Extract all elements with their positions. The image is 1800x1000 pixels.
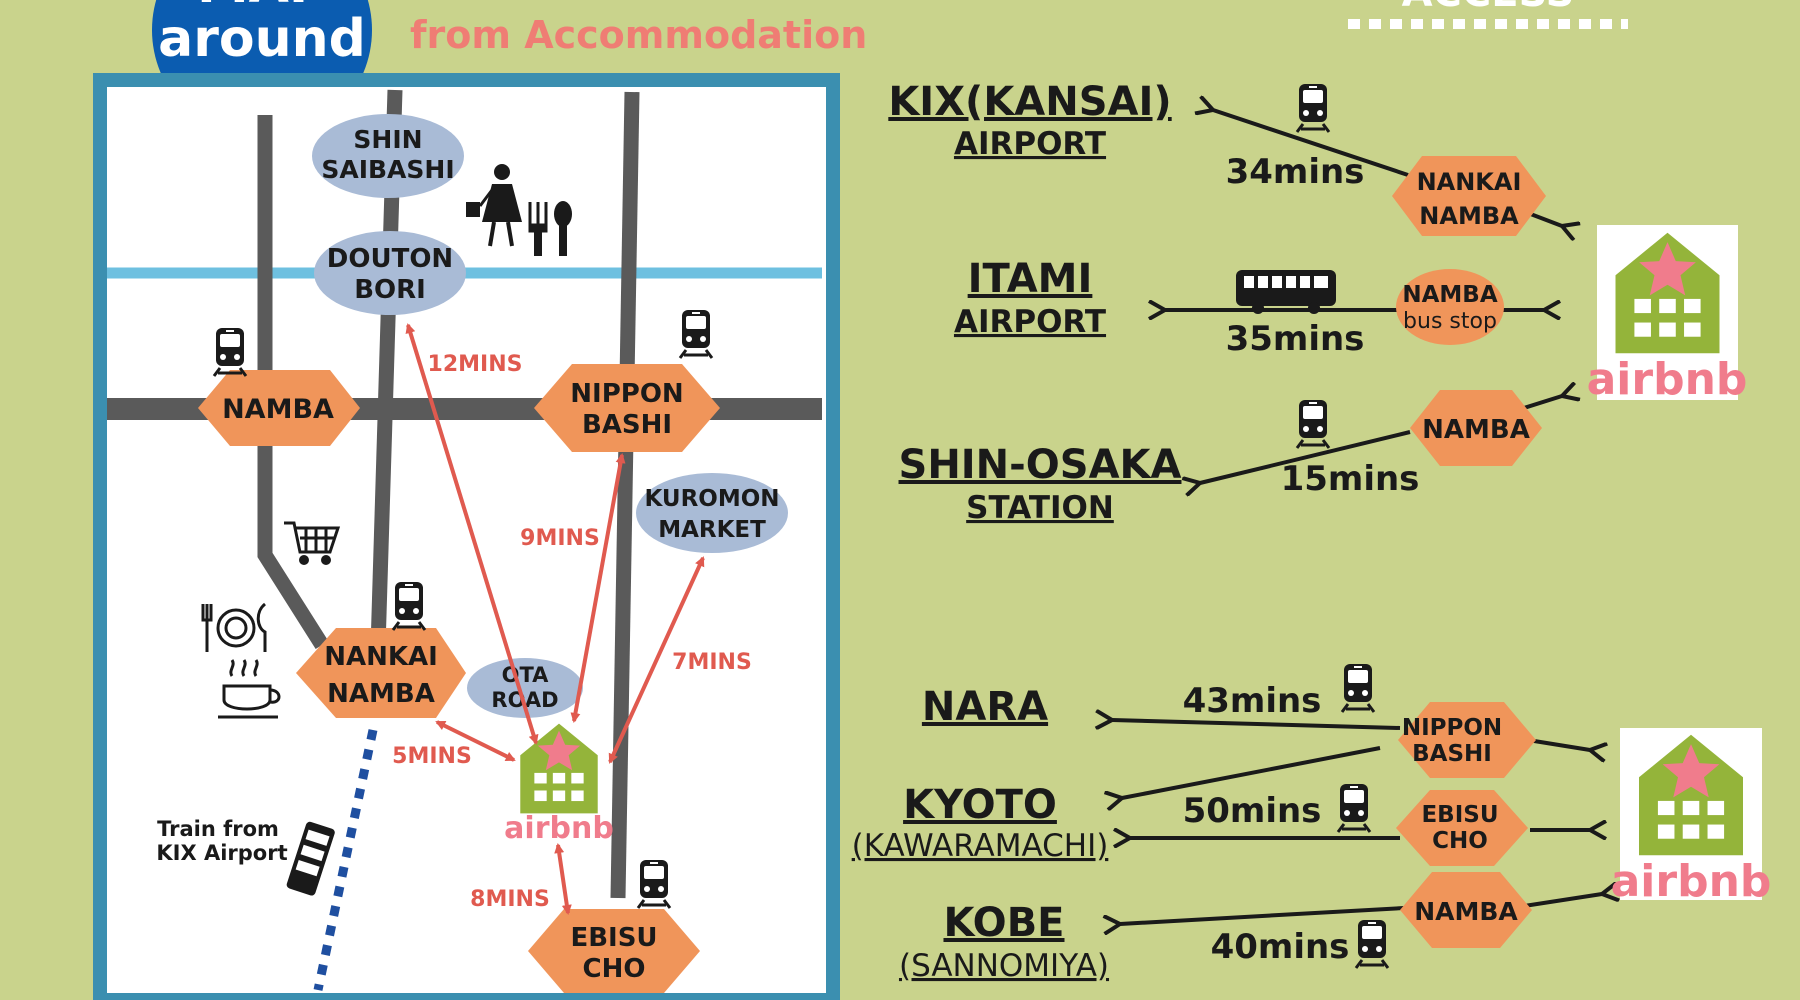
svg-text:Train from: Train from [157,817,279,841]
area-dotonbori: DOUTON BORI [314,231,466,315]
svg-text:35mins: 35mins [1226,319,1365,359]
svg-text:AIRPORT: AIRPORT [954,304,1106,340]
badge-title-line2: around [158,9,366,69]
train-icon [1295,82,1331,134]
svg-text:NANKAI: NANKAI [324,642,438,672]
svg-text:NAMBA: NAMBA [1419,202,1519,230]
time-label: 9MINS [520,526,600,551]
svg-text:BASHI: BASHI [582,410,672,440]
route-kyoto: KYOTO (KAWARAMACHI) 50mins EBISU CHO [852,746,1590,866]
route-nara: NARA 43mins NIPPON BASHI [922,662,1590,778]
svg-text:(KAWARAMACHI): (KAWARAMACHI) [852,828,1109,864]
area-kuromon-market: KUROMON MARKET [636,473,788,553]
train-icon [1340,662,1376,714]
train-icon [1354,918,1390,970]
svg-text:NAMBA: NAMBA [222,394,334,425]
svg-text:KOBE: KOBE [943,900,1064,946]
svg-text:NIPPON: NIPPON [1402,715,1502,741]
svg-text:NAMBA: NAMBA [1414,897,1518,926]
svg-text:NAMBA: NAMBA [327,679,435,709]
time-label: 12MINS [428,352,523,377]
svg-text:DOUTON: DOUTON [327,244,453,274]
svg-text:SHIN: SHIN [353,125,422,154]
airbnb-label: airbnb [1611,856,1772,907]
svg-text:NANKAI: NANKAI [1417,168,1522,196]
svg-text:OTA: OTA [502,663,550,687]
svg-text:43mins: 43mins [1183,681,1322,721]
svg-text:SHIN-OSAKA: SHIN-OSAKA [899,442,1182,488]
svg-text:NAMBA: NAMBA [1422,415,1530,445]
svg-text:(SANNOMIYA): (SANNOMIYA) [899,948,1109,984]
time-label: 7MINS [672,650,752,675]
svg-text:STATION: STATION [966,490,1114,526]
map-subtitle: from Accommodation [410,13,867,57]
train-icon [1295,398,1331,450]
shopping-person-icon [466,164,522,247]
access-header: ACCESS [1402,0,1575,16]
svg-text:NARA: NARA [922,684,1048,730]
area-shinsaibashi: SHIN SAIBASHI [312,114,464,198]
svg-text:EBISU: EBISU [570,923,657,953]
route-kobe: KOBE (SANNOMIYA) 40mins NAMBA [899,872,1602,984]
station-ebisucho: EBISU CHO [528,909,700,993]
restaurant-icon [201,602,267,652]
svg-text:15mins: 15mins [1281,459,1420,499]
route-shin-osaka-station: SHIN-OSAKA STATION 15mins NAMBA [899,390,1562,526]
train-car-icon [286,821,335,896]
airbnb-label: airbnb [504,811,614,846]
svg-text:34mins: 34mins [1226,152,1365,192]
time-label: 8MINS [470,887,550,912]
time-label: 5MINS [392,744,472,769]
svg-text:KYOTO: KYOTO [903,782,1057,828]
shopping-cart-icon [284,521,341,565]
svg-text:CHO: CHO [583,954,646,984]
svg-text:KIX Airport: KIX Airport [156,841,287,865]
bus-icon [1236,270,1336,314]
airbnb-label: airbnb [1587,354,1748,405]
svg-text:KUROMON: KUROMON [644,486,779,512]
badge-title-line1: MAP [197,0,327,15]
svg-text:NIPPON: NIPPON [570,379,683,409]
svg-text:40mins: 40mins [1211,927,1350,967]
route-kix-airport: KIX(KANSAI) AIRPORT 34mins NANKAI NAMBA [888,79,1562,236]
nankai-rail-line [313,729,378,991]
route-itami-airport: ITAMI AIRPORT 35mins NAMBA bus stop [954,256,1544,359]
walking-routes [405,323,705,915]
svg-text:AIRPORT: AIRPORT [954,126,1106,162]
station-nipponbashi: NIPPON BASHI [534,364,720,452]
train-icon [1336,782,1372,834]
train-from-kix-note: Train from KIX Airport [156,817,335,896]
svg-text:ITAMI: ITAMI [968,256,1093,302]
svg-text:EBISU: EBISU [1421,802,1498,828]
svg-text:BORI: BORI [354,275,426,305]
svg-text:SAIBASHI: SAIBASHI [321,155,454,184]
svg-text:bus stop: bus stop [1403,309,1497,334]
svg-text:KIX(KANSAI): KIX(KANSAI) [888,79,1171,125]
svg-text:NAMBA: NAMBA [1402,282,1497,308]
coffee-icon [218,659,281,719]
fork-spoon-icon [528,201,572,256]
svg-text:MARKET: MARKET [658,517,766,543]
svg-text:BASHI: BASHI [1412,741,1492,767]
svg-text:CHO: CHO [1432,828,1488,854]
station-namba: NAMBA [198,370,360,446]
svg-text:50mins: 50mins [1183,791,1322,831]
